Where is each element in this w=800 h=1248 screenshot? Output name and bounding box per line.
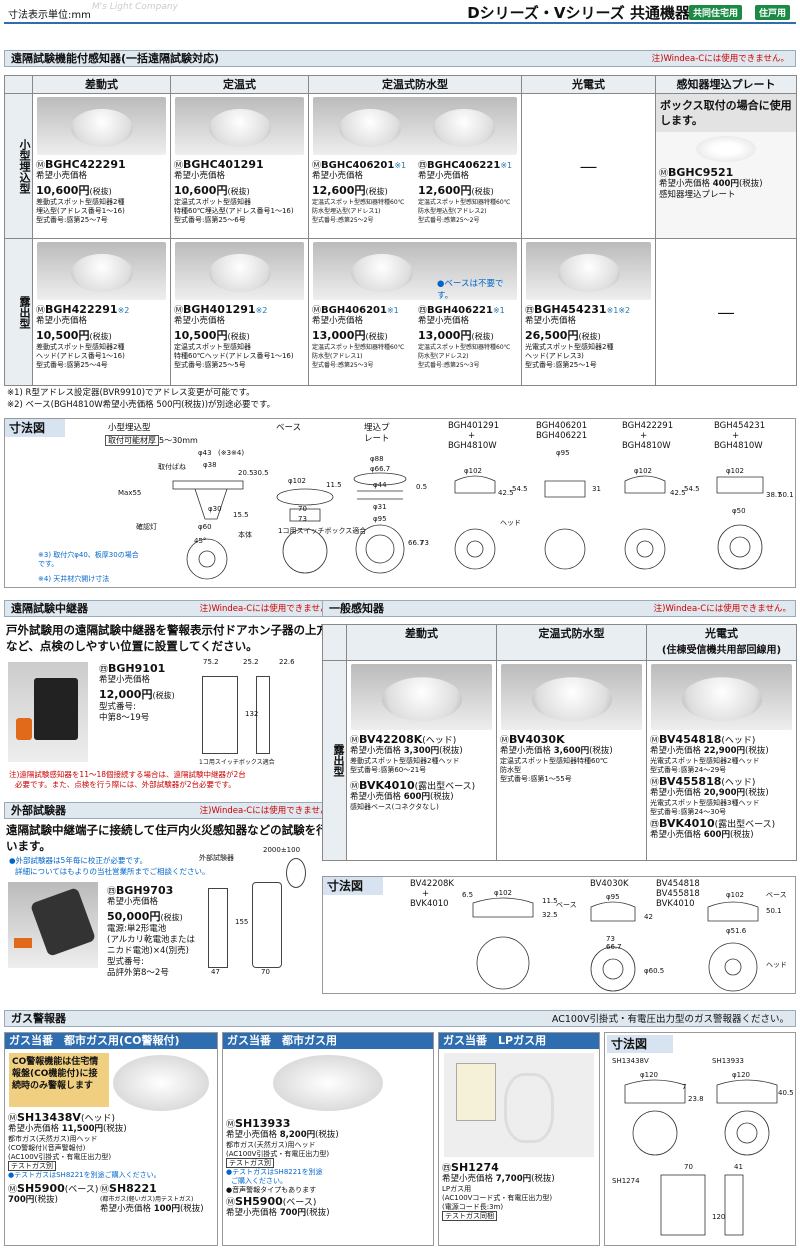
tester-note-2: 詳細についてはもよりの当社営業所までご相談ください。 (15, 867, 210, 876)
dimension-lines-1 (172, 472, 764, 580)
relay-note-2: 必要です。また、点検を行う際には、外部試験器が2台必要です。 (15, 780, 236, 789)
dimension-lines-2 (472, 897, 759, 992)
product-BV42208K: ⓂBV42208K(ヘッド) 希望小売価格 3,300円(税抜) 差動式スポット… (346, 660, 497, 861)
footnote-2: ※2) ベース(BGH4810W希望小売価格 500円(税抜))が別途必要です。 (7, 400, 276, 410)
tester-photo (8, 882, 98, 968)
photoelectric-small-na: ― (521, 93, 656, 239)
relay-photo (8, 662, 88, 762)
product-BGHC9521: ボックス取付の場合に使用します。 ⓂBGHC9521 希望小売価格 400円(税… (655, 93, 797, 239)
relay-note-1: 注)遠隔試験感知器を11～18個接続する場合は、遠隔試験中継器が2台 (9, 770, 246, 779)
product-BGHC406201: ⓂBGHC406201※1 希望小売価格 12,600円(税抜) 定温式スポット… (312, 160, 407, 224)
section-remote-detectors-header: 遠隔試験機能付感知器(一括遠隔試験対応) 注)Windea-Cには使用できません… (4, 50, 796, 67)
badge-house: 住戸用 (754, 5, 790, 20)
product-BGH9703: ㊃BGH9703 希望小売価格 50,000円(税抜) 電源:単2形電池(アルカ… (107, 884, 195, 978)
product-BGHC422291: ⓂBGHC422291 希望小売価格 10,600円(税抜) 差動式スポット型感… (32, 93, 171, 239)
product-BGH406201: ⓂBGH406201※1 希望小売価格 13,000円(税抜) 定温式スポット型… (312, 305, 405, 369)
product-BGHC401291: ⓂBGHC401291 希望小売価格 10,600円(税抜) 定温式スポット型感… (170, 93, 309, 239)
gas-card-co: ガス当番 都市ガス用(CO警報付) CO警報機能は住宅情報盤(CO機能付)に接続… (4, 1032, 218, 1246)
general-detector-table: 差動式定温式防水型光電式(住棟受信機共用部回線用) 露出型 ⓂBV42208K(… (322, 624, 797, 861)
relay-dims: 75.2 25.2 22.6 132 1コ用スイッチボックス適合 (199, 658, 295, 766)
tester-dims: 外部試験器 2000±100 155 47 70 (196, 846, 336, 976)
product-BGH454231: ㊃BGH454231※1※2 希望小売価格 26,500円(税抜) 光電式スポッ… (521, 238, 656, 386)
row-label-small: 小型埋込型 (4, 93, 33, 239)
gas-card-lp: ガス当番 LPガス用 ㊃SH1274 希望小売価格 7,700円(税抜) LPガ… (438, 1032, 600, 1246)
general-detector-header: 一般感知器注)Windea-Cには使用できません。 (322, 600, 796, 617)
badge-apartment: 共同住宅用 (688, 5, 742, 20)
gas-dim-lines (624, 1079, 778, 1236)
product-BGH9101: ㊃BGH9101 希望小売価格 12,000円(税抜) 型式番号:中第8～19号 (99, 662, 175, 723)
product-BGH406221: ㊃BGH406221※1 希望小売価格 13,000円(税抜) 定温式スポット型… (418, 305, 511, 369)
product-BV4030K: ⓂBV4030K 希望小売価格 3,600円(税抜) 定温式スポット型感知器特種… (496, 660, 647, 861)
product-BGH422291: ⓂBGH422291※2 希望小売価格 10,500円(税抜) 差動式スポット型… (32, 238, 171, 386)
tester-header: 外部試験器注)Windea-Cには使用できません。 (4, 802, 342, 819)
dimension-drawings-2: 寸法図 BV42208K + BVK4010 BV4030K BV454818 … (322, 876, 796, 994)
remote-detector-table: 差動式定温式定温式防水型光電式感知器埋込プレート 小型埋込型 ⓂBGHC4222… (4, 75, 797, 386)
row-label-exposed: 露出型 (4, 238, 33, 386)
plate-exposed-na: ― (655, 238, 797, 386)
product-BV454818: ⓂBV454818(ヘッド) 希望小売価格 22,900円(税抜) 光電式スポッ… (646, 660, 797, 861)
footnote-1: ※1) R型アドレス設定器(BVR9910)でアドレス変更が可能です。 (7, 388, 255, 398)
tester-note-1: ●外部試験器は5年毎に校正が必要です。 (9, 856, 148, 865)
relay-desc: 戸外試験用の遠隔試験中継器を警報表示付ドアホン子器の上方など、点検のしやすい位置… (6, 623, 328, 653)
product-BGHC406221: ㊃BGHC406221※1 希望小売価格 12,600円(税抜) 定温式スポット… (418, 160, 513, 224)
gas-card-city: ガス当番 都市ガス用 ⓂSH13933 希望小売価格 8,200円(税抜) 都市… (222, 1032, 434, 1246)
page-title: Dシリーズ・Vシリーズ 共通機器 (467, 4, 690, 22)
row-label-general: 露出型 (322, 660, 347, 861)
brand-watermark: M's Light Company (92, 2, 178, 12)
gas-dims: 寸法図 SH13438V SH13933 φ120 7 23.8 φ120 40… (604, 1032, 796, 1246)
unit-label: 寸法表示単位:mm (8, 10, 91, 21)
relay-header: 遠隔試験中継器注)Windea-Cには使用できません。 (4, 600, 342, 617)
tester-desc: 遠隔試験中継端子に接続して住戸内火災感知器などの試験を行います。 (6, 823, 328, 853)
base-not-needed-note: ●ベースは不要です。 (437, 279, 504, 301)
product-BGH401291: ⓂBGH401291※2 希望小売価格 10,500円(税抜) 定温式スポット型… (170, 238, 309, 386)
